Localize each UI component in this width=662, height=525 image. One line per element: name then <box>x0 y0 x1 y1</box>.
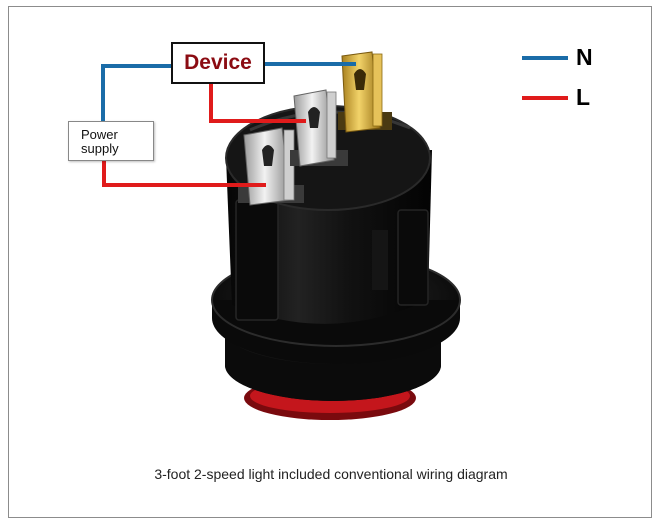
terminal-live-out <box>290 89 348 167</box>
neutral-wires <box>101 62 356 122</box>
legend-neutral-line <box>522 55 568 60</box>
live-wire-device-to-terminal <box>209 84 306 123</box>
legend-live-line <box>522 95 568 100</box>
terminal-live-in <box>238 127 304 206</box>
power-supply-label: Power supply <box>81 127 119 156</box>
legend-neutral-label: N <box>576 44 593 70</box>
live-wires <box>102 84 306 187</box>
legend-live-label: L <box>576 84 591 110</box>
live-wire-supply-to-terminal <box>102 160 266 187</box>
device-box: Device <box>171 42 265 84</box>
legend-neutral: N <box>522 44 593 71</box>
device-label: Device <box>184 51 252 74</box>
legend-live: L <box>522 84 590 111</box>
power-supply-box: Power supply <box>68 121 154 161</box>
neutral-wire-supply-to-device <box>101 64 172 122</box>
terminal-neutral <box>338 51 392 133</box>
diagram-caption: 3-foot 2-speed light included convention… <box>154 466 508 482</box>
